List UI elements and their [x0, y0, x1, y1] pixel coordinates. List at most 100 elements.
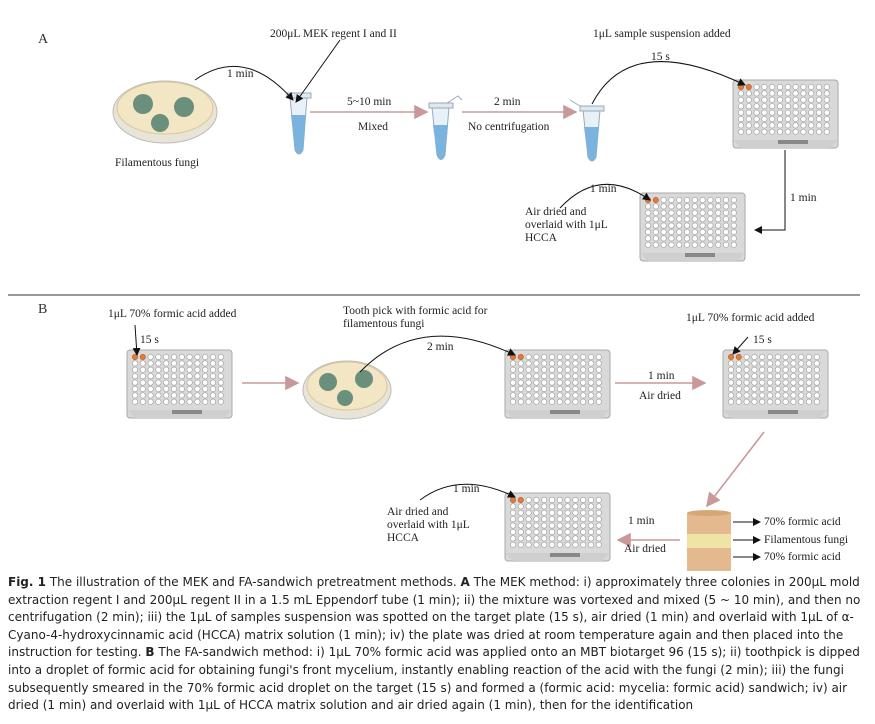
well — [652, 235, 659, 242]
well — [735, 398, 742, 405]
well — [517, 535, 524, 542]
well — [533, 366, 540, 373]
well — [792, 109, 799, 116]
well — [798, 398, 805, 405]
well — [170, 354, 177, 361]
well — [556, 522, 563, 529]
well — [178, 373, 185, 380]
well — [652, 241, 659, 248]
sample-well — [652, 197, 659, 204]
well — [774, 354, 781, 361]
plate-grid — [738, 84, 830, 144]
final-label-1: Air dried and — [387, 506, 449, 518]
tube-a3 — [569, 99, 605, 162]
well — [798, 385, 805, 392]
well — [194, 354, 201, 361]
well — [798, 354, 805, 361]
well — [743, 366, 750, 373]
well — [676, 216, 683, 223]
well — [769, 96, 776, 103]
well — [723, 222, 730, 229]
well — [790, 360, 797, 367]
well — [510, 535, 517, 542]
well — [194, 360, 201, 367]
well — [652, 222, 659, 229]
well — [595, 385, 602, 392]
well — [556, 385, 563, 392]
well — [556, 528, 563, 535]
well — [691, 222, 698, 229]
well — [660, 216, 667, 223]
well — [510, 503, 517, 510]
well — [186, 366, 193, 373]
well — [761, 90, 768, 97]
well — [723, 203, 730, 210]
well — [813, 379, 820, 386]
well — [580, 354, 587, 361]
well — [541, 379, 548, 386]
well — [588, 392, 595, 399]
well — [816, 84, 823, 91]
well — [761, 103, 768, 110]
petri-dish-b — [302, 360, 392, 420]
sample-label: 1μL sample suspension added — [593, 28, 731, 40]
well — [564, 528, 571, 535]
well — [580, 379, 587, 386]
well — [782, 366, 789, 373]
well — [170, 373, 177, 380]
well — [660, 197, 667, 204]
well — [730, 235, 737, 242]
well — [683, 209, 690, 216]
well — [798, 366, 805, 373]
well — [645, 216, 652, 223]
well — [699, 216, 706, 223]
well — [548, 373, 555, 380]
well — [707, 228, 714, 235]
well — [525, 379, 532, 386]
well — [525, 535, 532, 542]
well — [588, 366, 595, 373]
well — [676, 228, 683, 235]
well — [525, 516, 532, 523]
well — [774, 366, 781, 373]
well — [588, 360, 595, 367]
well — [517, 385, 524, 392]
sample-well — [510, 497, 517, 504]
well — [564, 354, 571, 361]
well — [572, 366, 579, 373]
tube-a2 — [428, 95, 463, 160]
well — [580, 528, 587, 535]
well — [761, 84, 768, 91]
well — [816, 96, 823, 103]
well — [533, 541, 540, 548]
layer-mid-label: Filamentous fungi — [764, 534, 849, 546]
layer-top-label: 70% formic acid — [764, 516, 841, 528]
well — [217, 398, 224, 405]
well — [517, 398, 524, 405]
well — [548, 535, 555, 542]
well — [823, 90, 830, 97]
well — [652, 228, 659, 235]
well — [186, 360, 193, 367]
well — [735, 385, 742, 392]
well — [738, 103, 745, 110]
well — [728, 366, 735, 373]
well — [668, 203, 675, 210]
well — [660, 209, 667, 216]
well — [743, 360, 750, 367]
well — [738, 90, 745, 97]
formic1-time: 15 s — [140, 334, 159, 346]
well — [715, 228, 722, 235]
well — [707, 235, 714, 242]
well — [556, 366, 563, 373]
well — [155, 366, 162, 373]
well — [792, 115, 799, 122]
well — [541, 360, 548, 367]
well — [533, 392, 540, 399]
well — [792, 103, 799, 110]
well — [751, 354, 758, 361]
well — [541, 503, 548, 510]
caption-mek: The MEK method: i) approximately three c… — [8, 575, 861, 660]
well — [186, 385, 193, 392]
well — [707, 216, 714, 223]
